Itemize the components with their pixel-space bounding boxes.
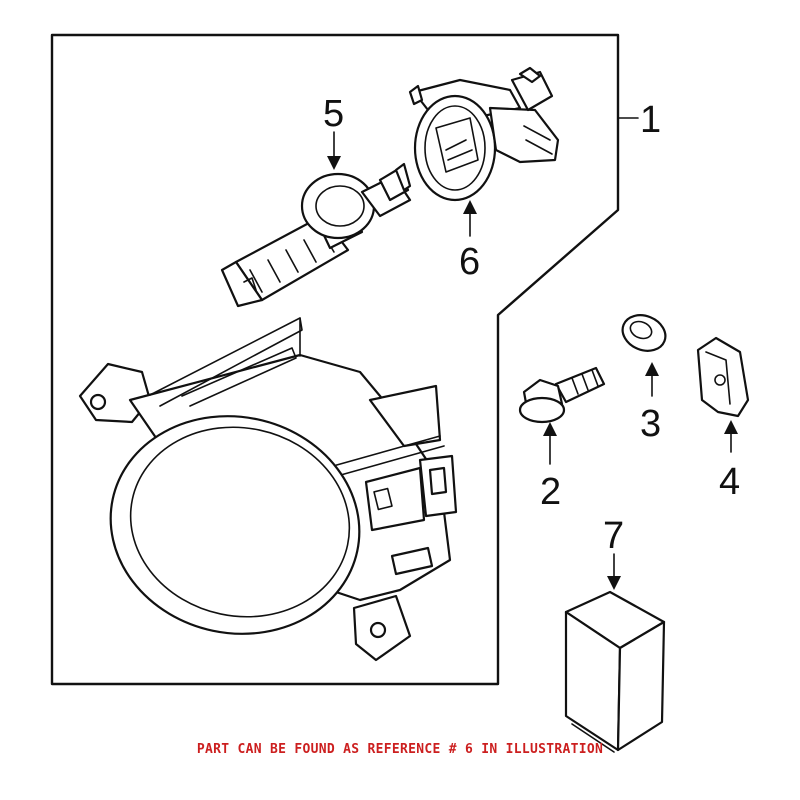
clip-part	[696, 336, 750, 418]
callout-5: 5	[323, 93, 344, 135]
socket-part	[408, 66, 560, 202]
arrow-6	[463, 200, 477, 237]
reference-note: PART CAN BE FOUND AS REFERENCE # 6 IN IL…	[196, 742, 604, 757]
fog-lamp-housing	[78, 317, 458, 662]
arrow-4	[724, 420, 738, 453]
arrow-7	[607, 553, 621, 590]
callout-1: 1	[640, 99, 661, 141]
callout-2: 2	[540, 471, 561, 513]
bulb-part	[220, 162, 412, 308]
callout-7: 7	[603, 515, 624, 557]
bolt-part	[518, 366, 606, 424]
arrow-5	[327, 131, 341, 170]
washer-part	[621, 314, 667, 352]
arrow-2	[543, 422, 557, 465]
assembly-frame	[50, 33, 620, 686]
callout-4: 4	[719, 461, 740, 503]
callout-6: 6	[459, 241, 480, 283]
arrow-3	[645, 362, 659, 397]
callout-3: 3	[640, 403, 661, 445]
relay-part	[564, 590, 666, 753]
